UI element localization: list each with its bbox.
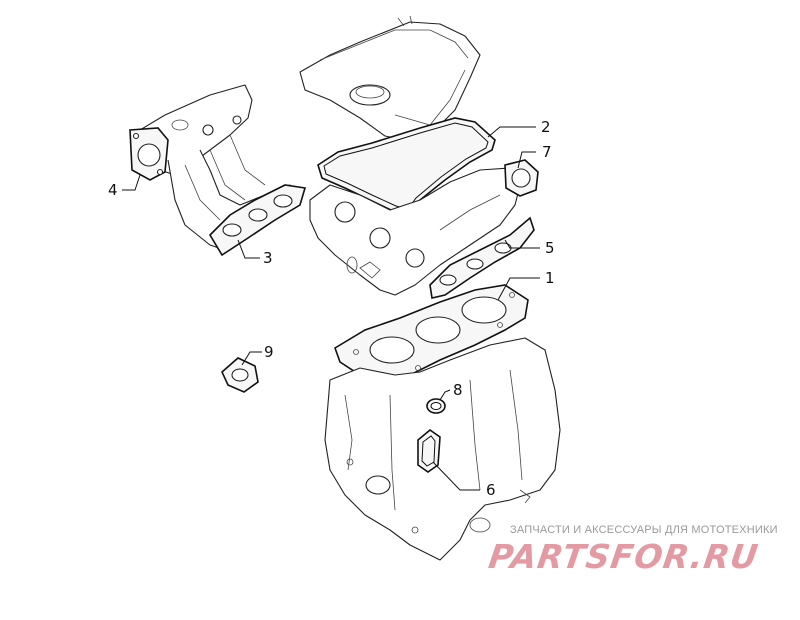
water-pump-gasket — [417, 428, 441, 473]
cylinder-head — [309, 167, 521, 296]
o-ring — [426, 398, 446, 414]
callout-9: 9 — [264, 343, 274, 361]
leader-9 — [241, 351, 262, 366]
leader-2 — [487, 126, 536, 138]
callout-3: 3 — [263, 249, 273, 267]
throttle-body-gasket — [129, 127, 169, 181]
callout-8: 8 — [453, 381, 463, 399]
leader-5 — [504, 239, 540, 249]
leader-7 — [517, 151, 536, 169]
exhaust-manifold-gasket — [429, 216, 535, 299]
thermostat-gasket — [504, 159, 539, 197]
callout-6: 6 — [486, 481, 496, 499]
callout-4: 4 — [108, 181, 118, 199]
intake-manifold-gasket — [208, 184, 307, 257]
leader-3 — [237, 239, 260, 259]
valve-cover — [299, 15, 481, 141]
watermark-logo: PARTSFOR.RU — [486, 537, 762, 576]
leader-lines — [122, 126, 540, 491]
callout-1: 1 — [545, 269, 555, 287]
callout-2: 2 — [541, 118, 551, 136]
callout-7: 7 — [542, 143, 552, 161]
outlet-gasket — [221, 357, 259, 393]
leader-8 — [439, 389, 451, 401]
callout-5: 5 — [545, 239, 555, 257]
leader-4 — [122, 174, 141, 191]
watermark-caption: ЗАПЧАСТИ И АКСЕССУАРЫ ДЛЯ МОТОТЕХНИКИ — [510, 524, 778, 536]
leader-1 — [497, 277, 540, 301]
leader-6 — [432, 461, 480, 491]
callout-numbers: 1 2 3 4 5 6 7 8 9 — [108, 118, 555, 499]
engine-block — [324, 337, 561, 561]
